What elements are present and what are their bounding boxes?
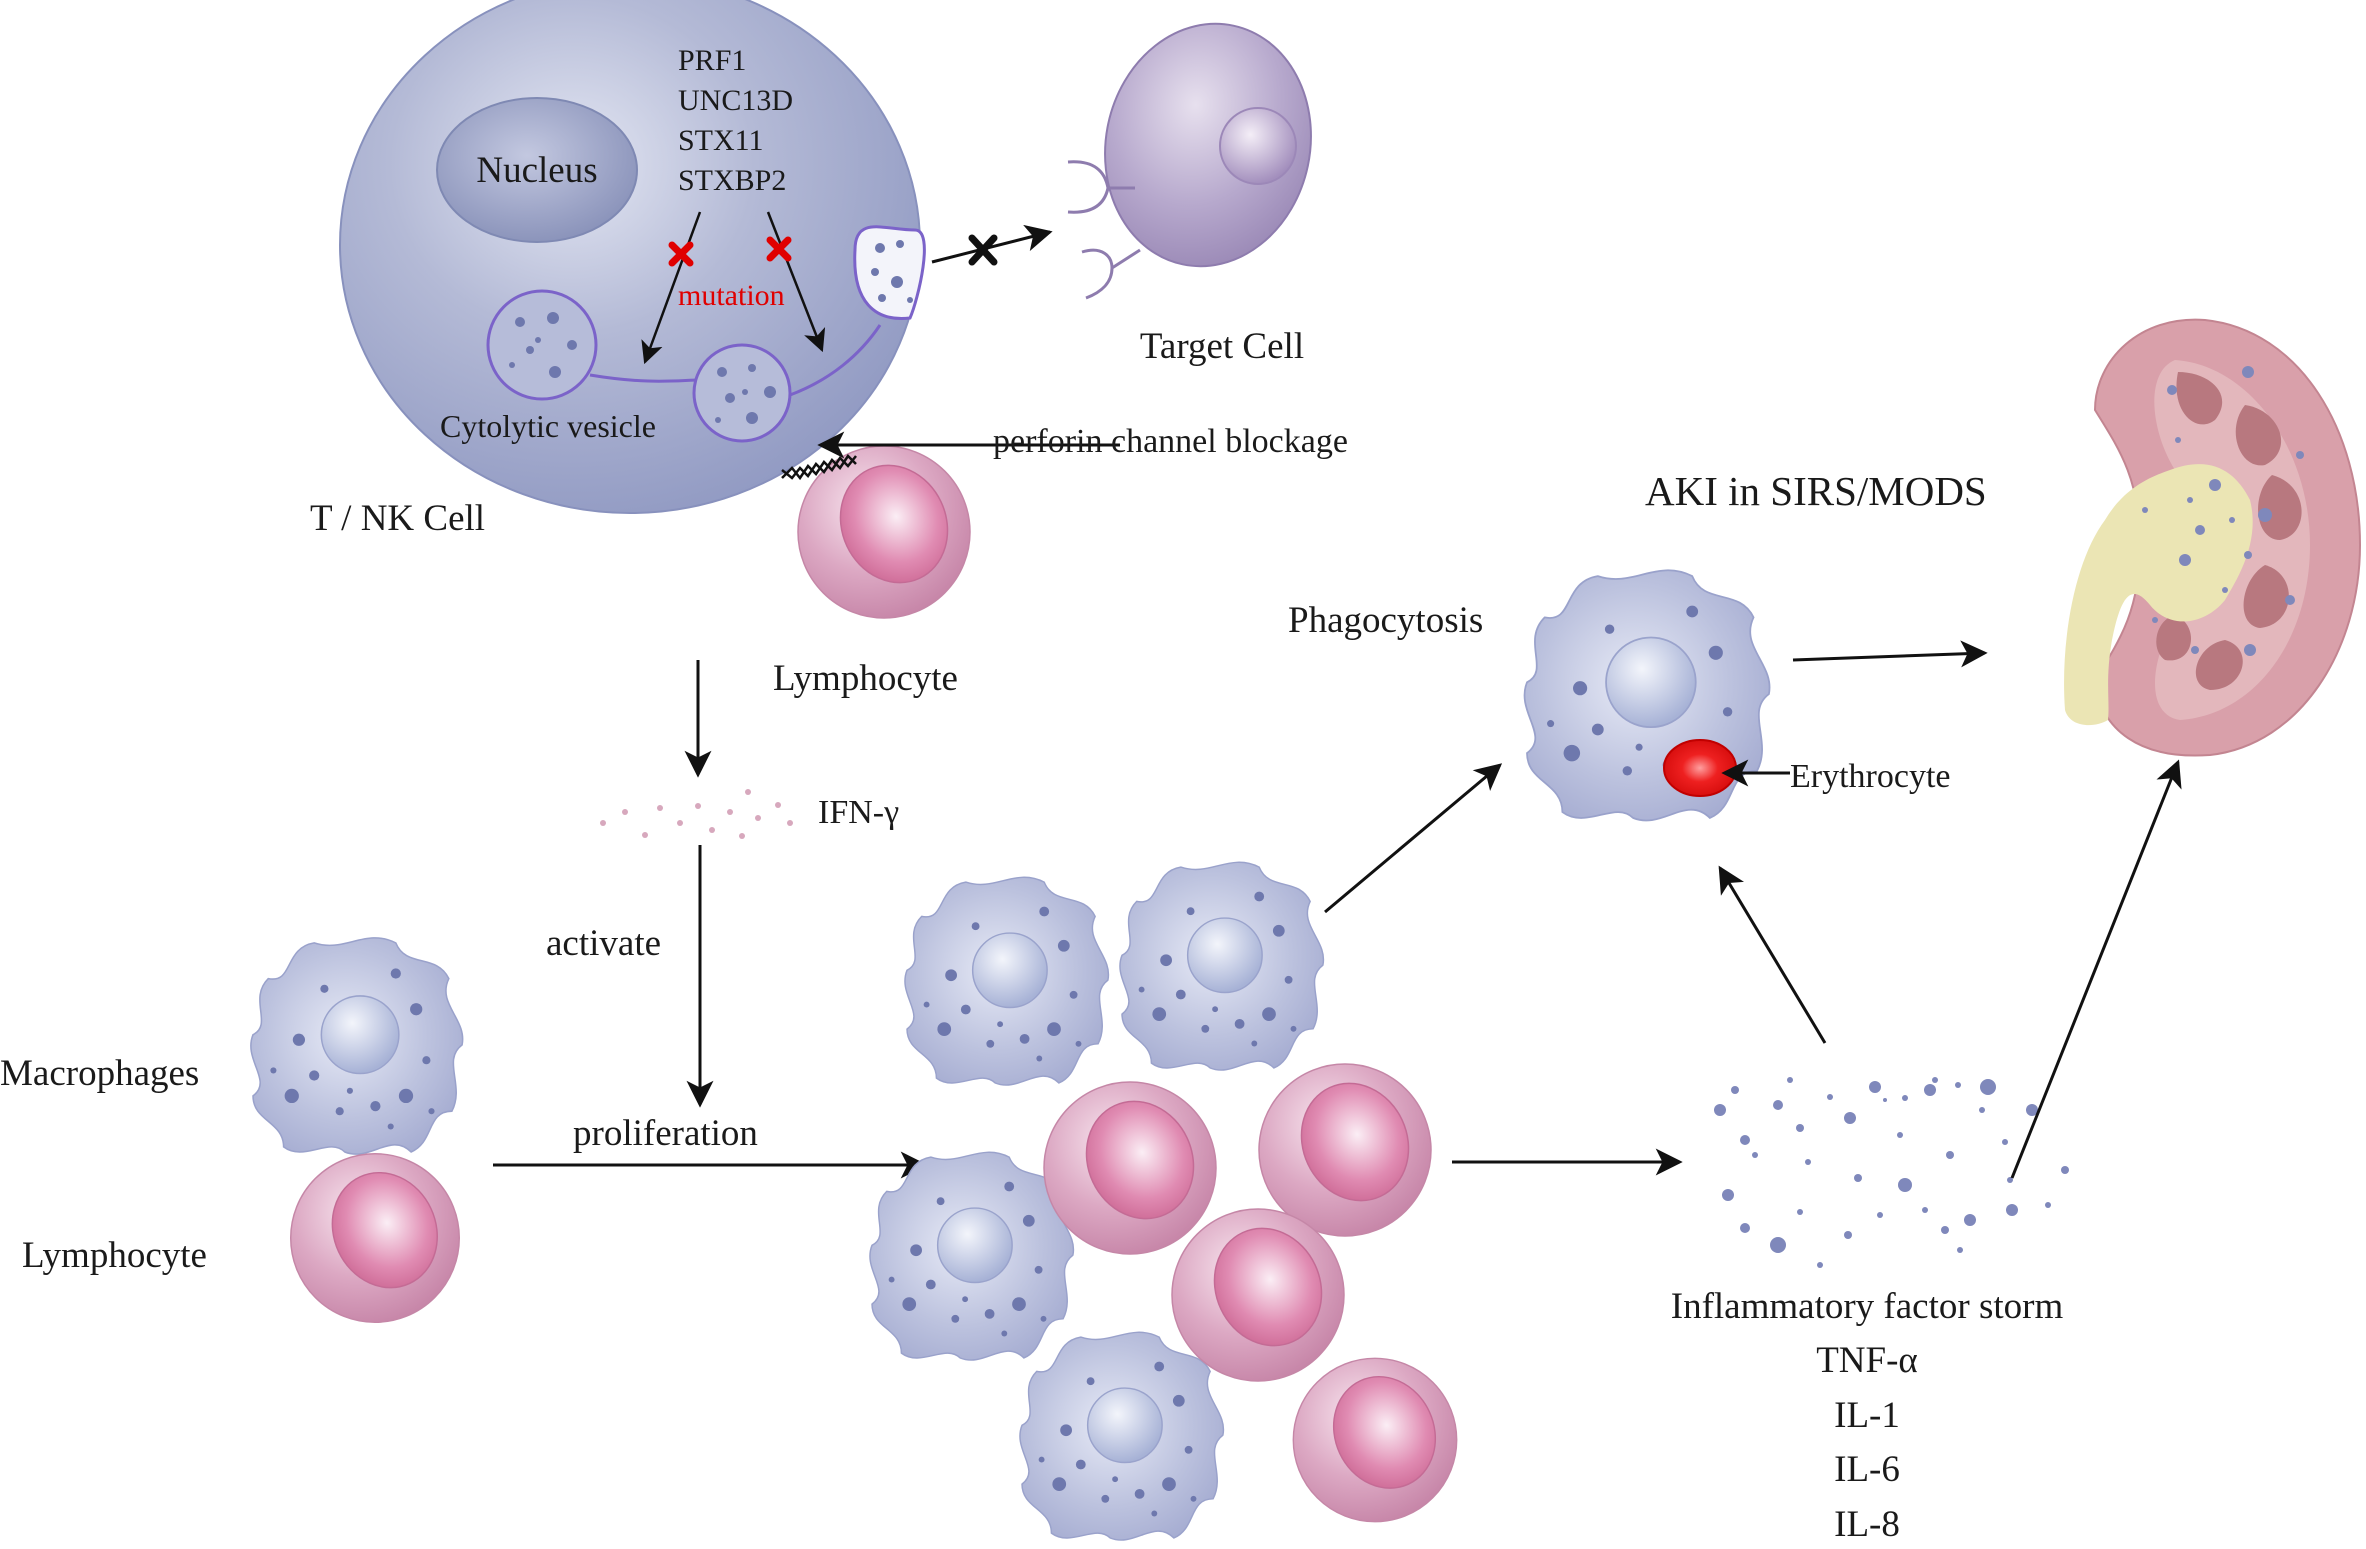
gene-label: UNC13D <box>678 84 793 117</box>
ifn-gamma-particles <box>600 789 793 839</box>
receptor-icon <box>1081 248 1141 300</box>
ifn-gamma-label: IFN-γ <box>818 794 899 831</box>
arrow-to-phagocytosis <box>1324 763 1503 914</box>
macrophage <box>1019 1331 1225 1541</box>
lymphocyte <box>1258 1063 1432 1237</box>
cytokine-particles <box>1714 1077 2069 1268</box>
phagocytic-macrophage <box>1523 569 1771 822</box>
mutation-arrow-left <box>641 211 702 365</box>
cytokine-label: IL-6 <box>1834 1449 1900 1490</box>
perforin-blockage-label: perforin channel blockage <box>993 423 1348 460</box>
blocked-cytotoxicity-arrow <box>931 224 1053 266</box>
mutation-arrows <box>641 211 826 365</box>
cytokine-label: IL-8 <box>1834 1504 1900 1545</box>
cytolytic-vesicle-label: Cytolytic vesicle <box>440 408 656 444</box>
arrow-to-kidney <box>1792 640 1988 668</box>
nucleus-label: Nucleus <box>476 150 597 191</box>
erythrocyte-label: Erythrocyte <box>1790 758 1951 795</box>
macrophage <box>1119 861 1325 1071</box>
macrophages-label: Macrophages <box>0 1053 199 1094</box>
lymphocyte-left <box>289 1152 461 1324</box>
lymphocyte <box>1292 1357 1458 1523</box>
lymphocyte-top-label: Lymphocyte <box>773 658 958 699</box>
mutation-x-icon <box>668 241 694 267</box>
target-cell-label: Target Cell <box>1140 326 1304 367</box>
gene-label: PRF1 <box>678 44 746 77</box>
nucleus <box>436 97 638 243</box>
storm-labels: Inflammatory factor storm TNF-α IL-1 IL-… <box>1671 1286 2064 1545</box>
proliferation-label: proliferation <box>573 1113 758 1154</box>
phagocytosis-label: Phagocytosis <box>1288 600 1483 641</box>
mutation-label: mutation <box>678 279 785 312</box>
t-nk-cell-label: T / NK Cell <box>310 498 485 539</box>
mutation-x-icon <box>766 236 792 262</box>
kidney-icon <box>2064 318 2362 757</box>
cytokine-label: TNF-α <box>1816 1340 1918 1381</box>
block-x-icon <box>968 234 998 266</box>
proliferated-cell-cluster <box>869 861 1458 1541</box>
receptor-icon <box>1067 160 1135 214</box>
mutation-arrow-right <box>766 211 826 353</box>
fusing-vesicle <box>853 225 926 320</box>
lymphocyte <box>1043 1081 1217 1255</box>
cytokine-label: IL-1 <box>1834 1395 1900 1436</box>
lymphocyte <box>1171 1208 1345 1382</box>
macrophage <box>904 876 1110 1086</box>
aki-label: AKI in SIRS/MODS <box>1645 468 1987 514</box>
arrow-storm-to-phagocytosis <box>1718 865 1827 1044</box>
erythrocyte-icon <box>1663 739 1737 797</box>
macrophage <box>869 1151 1075 1361</box>
cytolytic-vesicles <box>486 225 926 443</box>
arrow-storm-to-kidney <box>2010 759 2182 1179</box>
macrophage-left <box>250 937 464 1155</box>
storm-title: Inflammatory factor storm <box>1671 1286 2064 1327</box>
target-cell <box>1067 22 1312 300</box>
lymphocyte-left-label: Lymphocyte <box>22 1235 207 1276</box>
gene-label: STX11 <box>678 124 764 157</box>
gene-list: PRF1 UNC13D STX11 STXBP2 <box>678 44 793 197</box>
activate-label: activate <box>546 923 661 964</box>
gene-label: STXBP2 <box>678 164 786 197</box>
vesicle <box>486 289 598 401</box>
perforin-channel-icon <box>781 454 857 481</box>
